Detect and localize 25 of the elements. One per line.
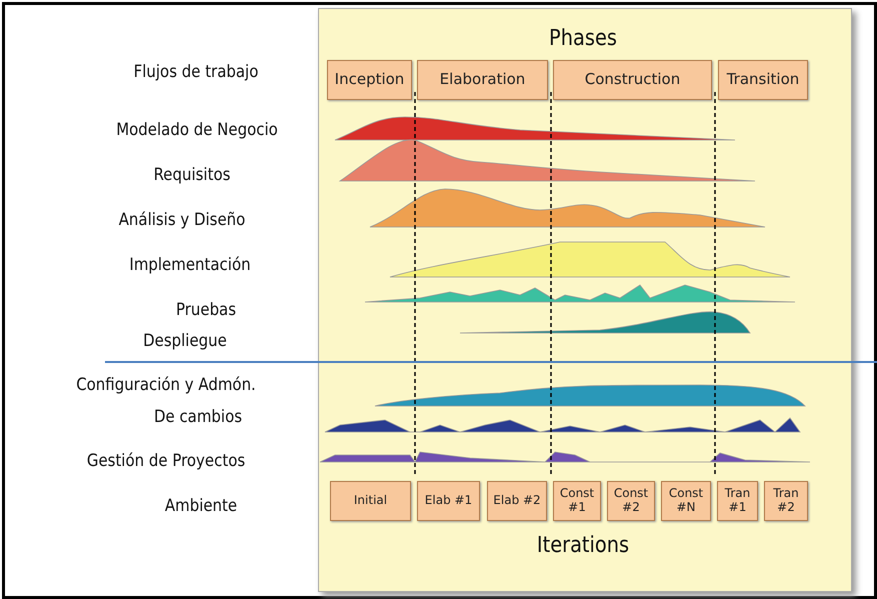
- phase-box: Transition: [718, 60, 808, 100]
- workflow-label: Gestión de Proyectos: [86, 451, 246, 471]
- workflow-label: Pruebas: [176, 300, 236, 320]
- iteration-box: Const #1: [553, 481, 601, 521]
- panel-heading: Phases: [549, 26, 617, 51]
- iteration-box: Elab #1: [417, 481, 480, 521]
- iteration-box: Const #2: [607, 481, 655, 521]
- column-heading: Flujos de trabajo: [134, 62, 258, 82]
- phase-box: Construction: [553, 60, 712, 100]
- iteration-box: Tran #2: [764, 481, 808, 521]
- iteration-box: Tran #1: [717, 481, 758, 521]
- workflow-label: Configuración y Admón.: [76, 375, 256, 395]
- iteration-box: Const #N: [661, 481, 711, 521]
- workflow-label: De cambios: [154, 407, 242, 427]
- workflow-label: Requisitos: [154, 165, 230, 185]
- workflow-label: Análisis y Diseño: [118, 210, 246, 230]
- iteration-box: Initial: [330, 481, 411, 521]
- phase-box: Inception: [327, 60, 412, 100]
- panel-heading: Iterations: [536, 533, 630, 558]
- workflow-label: Implementación: [129, 255, 251, 275]
- phase-box: Elaboration: [417, 60, 548, 100]
- workflow-label: Despliegue: [143, 331, 227, 351]
- iteration-box: Elab #2: [487, 481, 547, 521]
- workflow-label: Modelado de Negocio: [116, 120, 278, 140]
- workflow-label: Ambiente: [164, 496, 238, 516]
